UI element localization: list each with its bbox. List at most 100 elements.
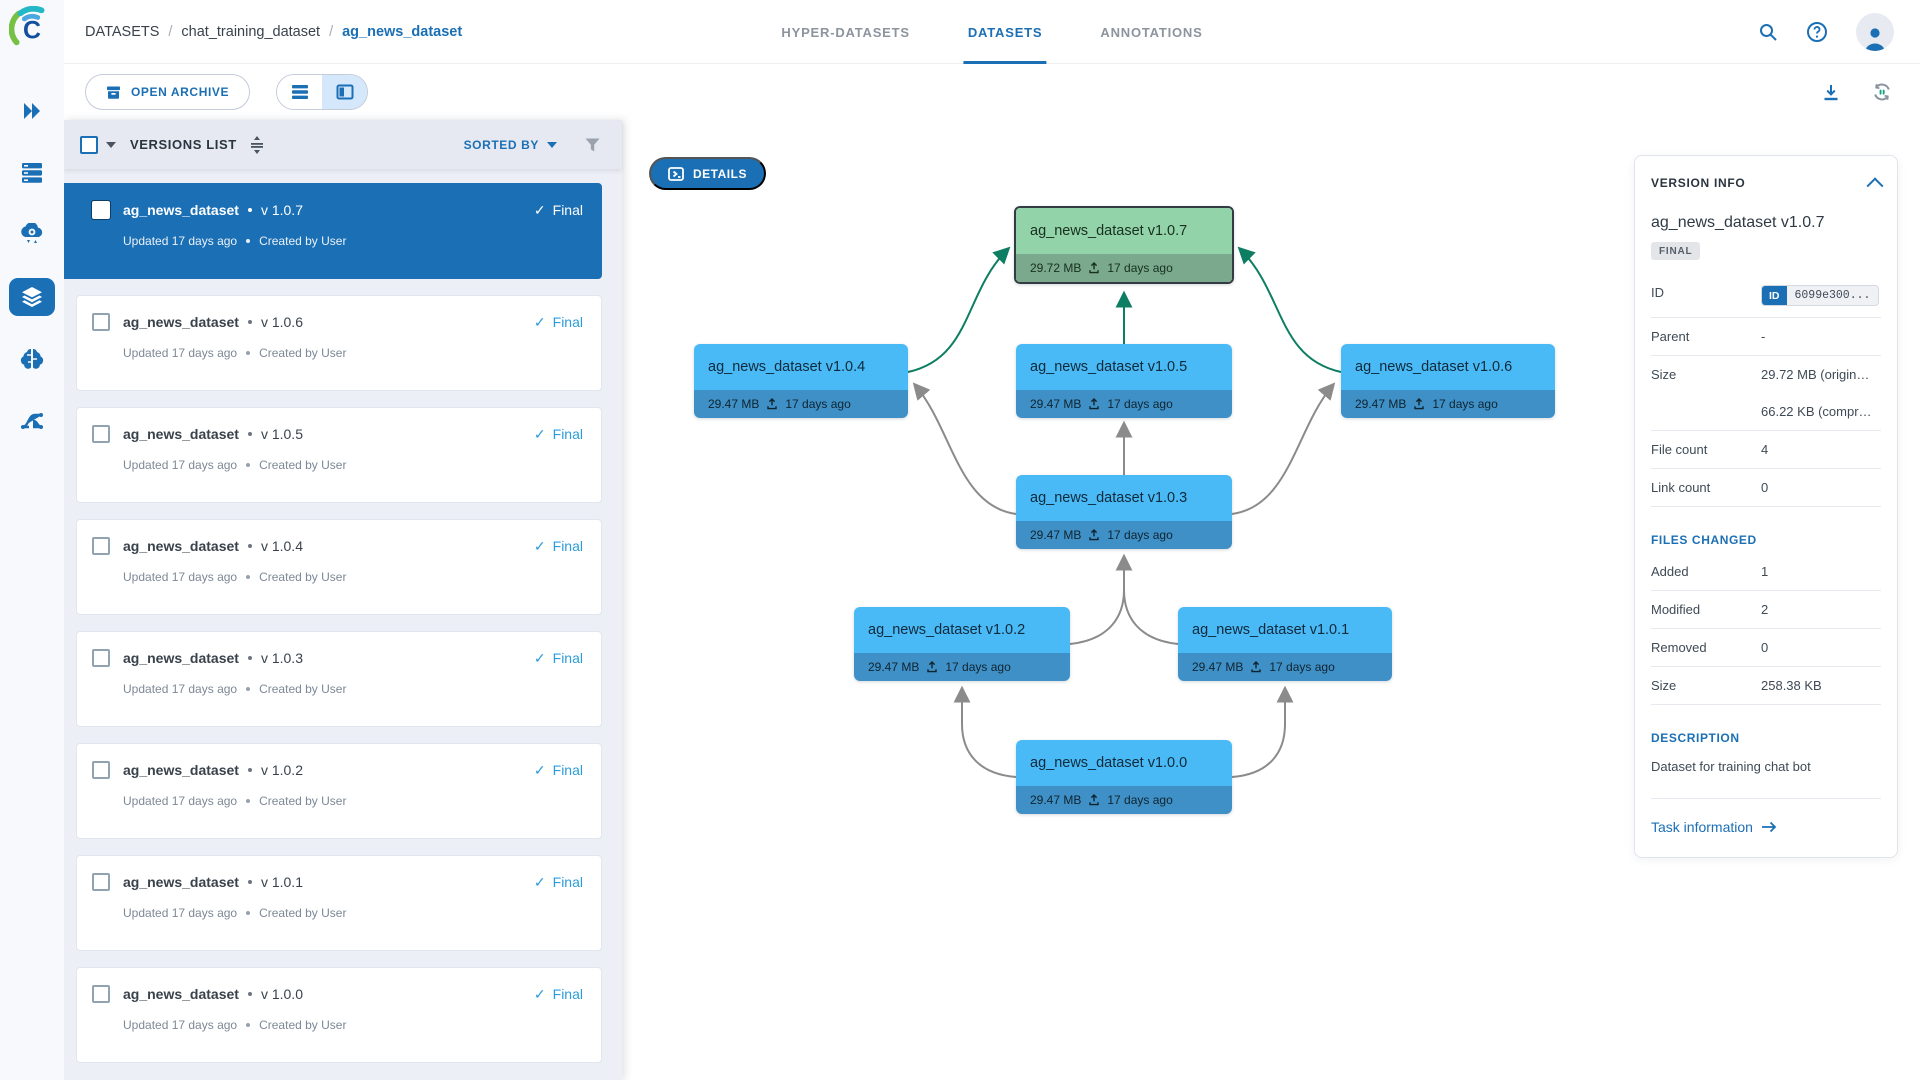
version-created: Created by User <box>259 682 347 696</box>
user-avatar[interactable] <box>1856 12 1894 51</box>
breadcrumb-root[interactable]: DATASETS <box>85 23 160 40</box>
workers-icon[interactable] <box>9 216 55 254</box>
download-icon[interactable] <box>1822 83 1840 101</box>
graph-node[interactable]: ag_news_dataset v1.0.6 29.47 MB 17 days … <box>1341 344 1555 418</box>
dot-separator <box>246 351 251 355</box>
graph-node-age: 17 days ago <box>1107 397 1173 411</box>
version-list-item[interactable]: ag_news_dataset v 1.0.3 ✓Final Updated 1… <box>76 631 602 727</box>
version-updated: Updated 17 days ago <box>123 234 238 248</box>
tab-annotations[interactable]: ANNOTATIONS <box>1100 24 1203 40</box>
breadcrumb-dataset[interactable]: ag_news_dataset <box>342 23 463 40</box>
dot-separator <box>247 992 252 996</box>
dot-separator <box>247 768 252 772</box>
size-label: Size <box>1651 367 1677 382</box>
dot-separator <box>246 911 251 915</box>
view-toggle <box>276 74 369 110</box>
pipelines-icon[interactable] <box>9 402 55 440</box>
version-checkbox[interactable] <box>92 425 110 443</box>
sorted-by-dropdown[interactable]: SORTED BY <box>464 138 557 152</box>
graph-node-size: 29.47 MB <box>868 660 920 674</box>
collapse-panel-icon[interactable] <box>1866 177 1884 195</box>
version-status: ✓Final <box>533 425 583 443</box>
open-archive-button[interactable]: OPEN ARCHIVE <box>85 74 251 110</box>
graph-edge <box>1237 246 1342 373</box>
graph-node-label: ag_news_dataset v1.0.1 <box>1178 607 1392 653</box>
version-list-item[interactable]: ag_news_dataset v 1.0.1 ✓Final Updated 1… <box>76 855 602 951</box>
graph-edge <box>1231 382 1336 515</box>
filter-icon[interactable] <box>585 138 600 152</box>
task-information-link[interactable]: Task information <box>1651 819 1881 835</box>
details-button[interactable]: DETAILS <box>649 157 766 190</box>
expand-icon[interactable] <box>9 92 55 130</box>
upload-icon <box>1089 529 1100 541</box>
version-number: v 1.0.1 <box>260 874 303 890</box>
version-updated: Updated 17 days ago <box>123 346 238 360</box>
version-checkbox[interactable] <box>92 313 110 331</box>
graph-node[interactable]: ag_news_dataset v1.0.3 29.47 MB 17 days … <box>1016 475 1232 549</box>
details-panel-icon <box>668 166 684 181</box>
graph-node-label: ag_news_dataset v1.0.3 <box>1016 475 1232 521</box>
delta-size-row: Size 258.38 KB <box>1651 667 1881 705</box>
version-checkbox[interactable] <box>92 873 110 891</box>
version-status: ✓Final <box>533 873 583 891</box>
dot-separator <box>246 575 251 579</box>
versions-list-title: VERSIONS LIST <box>130 137 237 152</box>
tab-datasets[interactable]: DATASETS <box>963 0 1046 64</box>
auto-refresh-icon[interactable] <box>1872 82 1892 102</box>
id-chip-tag: ID <box>1762 286 1787 305</box>
version-name: ag_news_dataset <box>123 650 239 666</box>
breadcrumb-project[interactable]: chat_training_dataset <box>181 23 321 40</box>
models-icon[interactable] <box>9 340 55 378</box>
version-list-item[interactable]: ag_news_dataset v 1.0.0 ✓Final Updated 1… <box>76 967 602 1063</box>
graph-edge <box>907 246 1011 373</box>
version-number: v 1.0.2 <box>260 762 303 778</box>
version-name: ag_news_dataset <box>123 986 239 1002</box>
split-view-icon[interactable] <box>322 75 368 109</box>
help-icon[interactable] <box>1806 21 1828 43</box>
graph-node[interactable]: ag_news_dataset v1.0.0 29.47 MB 17 days … <box>1016 740 1232 814</box>
select-all-checkbox[interactable] <box>80 135 98 154</box>
version-list-item[interactable]: ag_news_dataset v 1.0.4 ✓Final Updated 1… <box>76 519 602 615</box>
added-label: Added <box>1651 564 1689 579</box>
version-checkbox[interactable] <box>91 200 111 220</box>
graph-node-age: 17 days ago <box>1107 528 1173 542</box>
graph-node[interactable]: ag_news_dataset v1.0.7 29.72 MB 17 days … <box>1014 206 1234 284</box>
graph-node[interactable]: ag_news_dataset v1.0.1 29.47 MB 17 days … <box>1178 607 1392 681</box>
version-list-item[interactable]: ag_news_dataset v 1.0.7 ✓Final Updated 1… <box>64 183 602 279</box>
check-icon: ✓ <box>533 985 546 1002</box>
graph-node-size: 29.47 MB <box>1355 397 1407 411</box>
version-info-panel: VERSION INFO ag_news_dataset v1.0.7 FINA… <box>1634 155 1898 858</box>
dot-separator <box>246 799 251 803</box>
graph-node[interactable]: ag_news_dataset v1.0.5 29.47 MB 17 days … <box>1016 344 1232 418</box>
breadcrumb-separator: / <box>168 23 173 40</box>
clearml-logo-icon[interactable]: C <box>9 6 55 52</box>
datasets-icon[interactable] <box>9 278 55 316</box>
version-list-item[interactable]: ag_news_dataset v 1.0.6 ✓Final Updated 1… <box>76 295 602 391</box>
graph-node-label: ag_news_dataset v1.0.6 <box>1341 344 1555 390</box>
graph-node[interactable]: ag_news_dataset v1.0.2 29.47 MB 17 days … <box>854 607 1070 681</box>
version-status: ✓Final <box>533 649 583 667</box>
version-checkbox[interactable] <box>92 985 110 1003</box>
graph-node-size: 29.47 MB <box>1030 793 1082 807</box>
size-row: Size 29.72 MB (origin… 66.22 KB (compr… <box>1651 356 1881 431</box>
table-view-icon[interactable] <box>277 75 323 109</box>
version-list-item[interactable]: ag_news_dataset v 1.0.2 ✓Final Updated 1… <box>76 743 602 839</box>
version-checkbox[interactable] <box>92 649 110 667</box>
version-checkbox[interactable] <box>92 761 110 779</box>
check-icon: ✓ <box>533 425 546 442</box>
search-icon[interactable] <box>1758 22 1778 42</box>
main-tabs: HYPER-DATASETS DATASETS ANNOTATIONS <box>781 0 1202 64</box>
graph-node[interactable]: ag_news_dataset v1.0.4 29.47 MB 17 days … <box>694 344 908 418</box>
id-chip[interactable]: ID 6099e300... <box>1761 285 1880 306</box>
version-updated: Updated 17 days ago <box>123 906 238 920</box>
version-list-item[interactable]: ag_news_dataset v 1.0.5 ✓Final Updated 1… <box>76 407 602 503</box>
projects-icon[interactable] <box>9 154 55 192</box>
graph-node-age: 17 days ago <box>1432 397 1498 411</box>
graph-node-label: ag_news_dataset v1.0.0 <box>1016 740 1232 786</box>
collapse-rows-icon[interactable] <box>249 135 265 154</box>
select-all-caret-icon[interactable] <box>106 141 116 148</box>
tab-hyper-datasets[interactable]: HYPER-DATASETS <box>781 24 910 40</box>
version-created: Created by User <box>259 570 347 584</box>
upload-icon <box>1089 398 1100 410</box>
version-checkbox[interactable] <box>92 537 110 555</box>
